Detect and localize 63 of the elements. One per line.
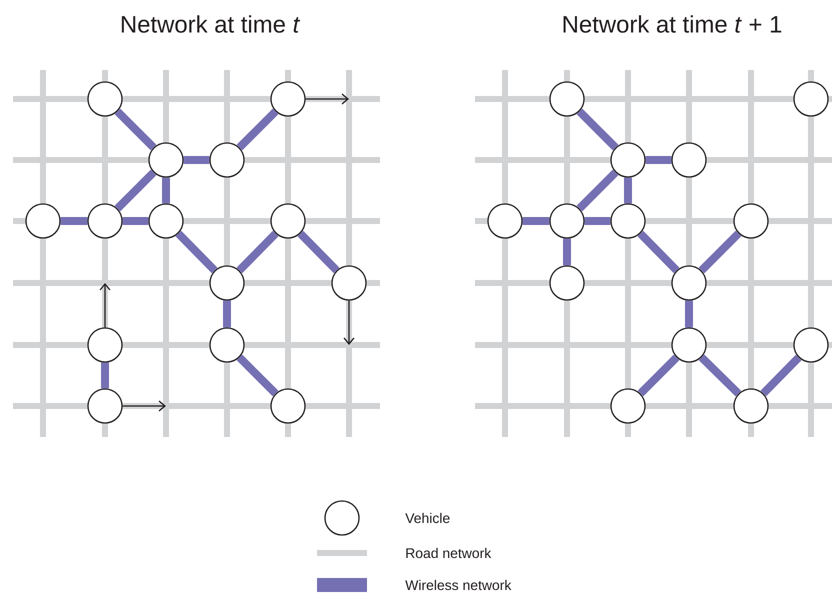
wireless-link <box>298 230 340 274</box>
vehicle-circle <box>270 81 306 117</box>
vehicle-circle <box>148 142 184 178</box>
wireless-link <box>698 354 742 396</box>
vehicle-circle <box>487 203 523 239</box>
vehicle-circle <box>610 388 646 424</box>
movement-arrow <box>344 300 354 345</box>
vehicle-circle <box>270 203 306 239</box>
wireless-link <box>584 217 610 225</box>
vehicle-circle <box>209 265 245 301</box>
vehicle-circle <box>733 203 769 239</box>
vehicle-circle <box>671 265 707 301</box>
wireless-link <box>114 170 156 212</box>
movement-arrow <box>306 94 349 104</box>
wireless-link <box>646 156 672 164</box>
vehicle-circle <box>793 81 829 117</box>
legend-label: Wireless network <box>405 580 512 590</box>
wireless-link <box>114 108 156 150</box>
vehicle-circle <box>87 81 123 117</box>
vehicle-circle <box>331 265 367 301</box>
vehicle-circle <box>549 203 585 239</box>
vehicle-circle <box>671 327 707 363</box>
vehicle-circle <box>87 388 123 424</box>
panel-title: Network at time t + 1 <box>564 15 782 33</box>
vehicle-circle <box>148 203 184 239</box>
movement-arrow <box>122 400 166 412</box>
wireless-link <box>162 178 170 204</box>
vehicle-circle <box>25 203 61 239</box>
vehicle-circle <box>733 388 769 424</box>
vehicle-circle <box>671 142 707 178</box>
wireless-link <box>223 300 231 328</box>
vehicle-circle <box>549 265 585 301</box>
wireless-link <box>522 217 550 225</box>
wireless-link <box>236 354 278 396</box>
wireless-link <box>576 108 618 150</box>
vehicle-circle <box>87 327 123 363</box>
wireless-link <box>122 217 148 225</box>
legend-label: Road network <box>406 548 492 558</box>
vehicle-circle <box>793 327 829 363</box>
panel-title: Network at time t <box>122 15 300 33</box>
wireless-link <box>638 230 680 274</box>
wireless-link <box>685 300 693 328</box>
vehicle-circle <box>270 388 306 424</box>
vehicle-circle <box>209 327 245 363</box>
wireless-link <box>760 354 802 396</box>
wireless-link <box>563 238 571 266</box>
wireless-link <box>624 178 632 204</box>
wireless-link <box>60 217 88 225</box>
wireless-link <box>638 354 680 396</box>
movement-arrow <box>100 283 110 328</box>
vehicle-circle <box>209 142 245 178</box>
wireless-link <box>101 362 109 388</box>
wireless-link <box>698 230 742 274</box>
wireless-link <box>236 230 278 274</box>
legend-label: Vehicle <box>405 512 450 524</box>
wireless-link <box>236 108 278 150</box>
vehicle-circle <box>87 203 123 239</box>
vehicle-circle <box>549 81 585 117</box>
vehicle-circle <box>610 142 646 178</box>
wireless-link <box>176 230 218 274</box>
vehicle-circle <box>610 203 646 239</box>
wireless-link <box>576 170 618 212</box>
wireless-link <box>184 156 210 164</box>
